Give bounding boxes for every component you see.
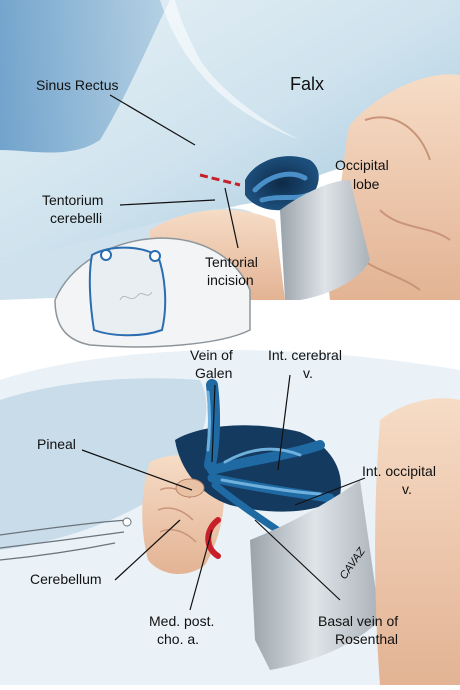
label-int-occipital-1: Int. occipital [362,463,436,479]
label-cerebellum: Cerebellum [30,571,102,587]
label-tentorial-incision-2: incision [207,272,254,288]
label-tentorium-2: cerebelli [50,210,102,226]
label-vein-of-galen-2: Galen [195,365,232,381]
instrument-wires [0,519,129,561]
skull-inset [54,237,251,348]
retractor-bottom [250,480,380,670]
leader-lines [81,94,366,611]
labels: Falx Sinus Rectus Occipital lobe Tentori… [30,74,436,647]
label-basal-vein-2: Rosenthal [335,631,398,647]
label-basal-vein-1: Basal vein of [318,613,398,629]
label-occipital-lobe-1: Occipital [335,157,389,173]
bottom-panel [0,350,460,685]
label-sinus-rectus: Sinus Rectus [36,77,118,93]
med-post-cho-artery [205,517,221,559]
deep-veins [204,379,335,539]
label-vein-of-galen-1: Vein of [190,347,233,363]
label-int-cerebral-2: v. [303,365,313,381]
pineal-gland [175,478,205,498]
top-panel [0,0,460,348]
label-tentorial-incision-1: Tentorial [205,254,258,270]
label-pineal: Pineal [37,436,76,452]
occipital-lobe-lower [375,398,460,685]
wire-tip [122,517,132,527]
label-falx: Falx [290,74,324,94]
label-med-post-cho-2: cho. a. [157,631,199,647]
incision-mark [199,173,241,187]
label-int-cerebral-1: Int. cerebral [268,347,342,363]
label-occipital-lobe-2: lobe [353,176,380,192]
tentorium-lower-shade [0,378,207,550]
label-med-post-cho-1: Med. post. [149,613,214,629]
membrane-fold [160,0,300,140]
label-tentorium-1: Tentorium [42,192,103,208]
label-int-occipital-2: v. [402,481,412,497]
retractor-top [280,180,370,300]
sinus-rectus-shadow [0,0,170,153]
